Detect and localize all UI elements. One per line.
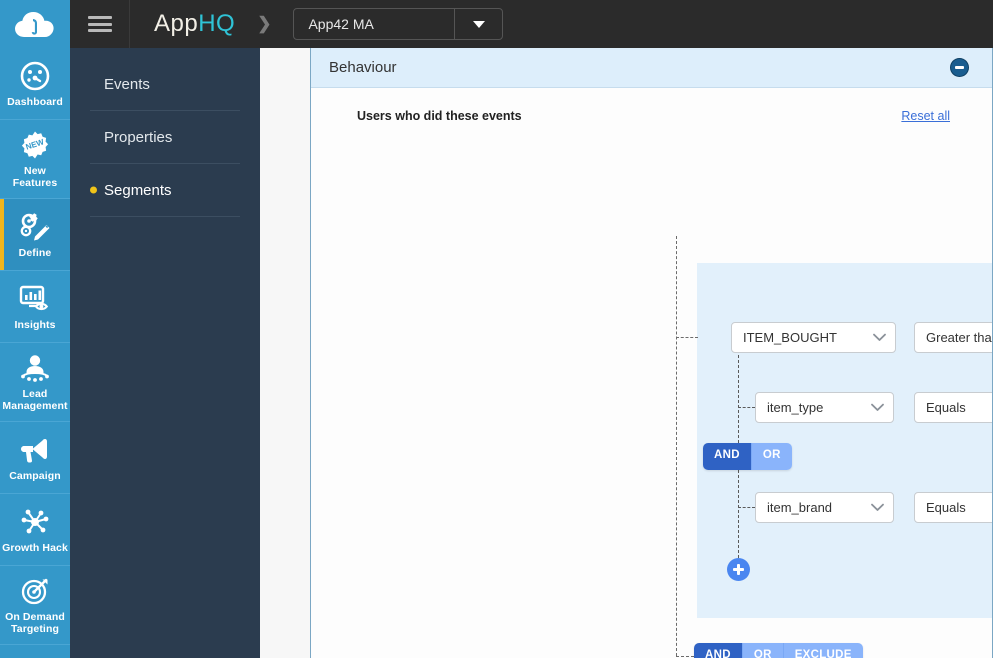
sidebar-label: Growth Hack: [2, 541, 68, 554]
subnav-spacer: [70, 48, 260, 58]
tree-line-inner-branch-1: [738, 407, 755, 408]
events-section-label: Users who did these events: [357, 109, 522, 123]
sidebar-label: New Features: [12, 165, 58, 189]
condition-row-property-2: item_brand Equals Bixxie: [755, 492, 992, 523]
sidebar-item-define[interactable]: Define: [0, 199, 70, 271]
property-name-value-1: item_type: [767, 400, 824, 415]
event-name-select[interactable]: ITEM_BOUGHT: [731, 322, 896, 353]
events-section-header: Users who did these events Reset all: [311, 88, 992, 123]
minus-circle-icon[interactable]: [951, 59, 968, 76]
lead-person-icon: [20, 352, 50, 384]
cloud-icon: [13, 9, 57, 39]
page-title: Behaviour: [329, 59, 397, 76]
app-selector-value: App42 MA: [308, 16, 374, 32]
tree-line-outer-branch-2: [676, 656, 694, 657]
subnav-label: Segments: [104, 181, 172, 199]
condition-row-event: ITEM_BOUGHT Greater than equals... 3: [731, 322, 992, 353]
menu-toggle-button[interactable]: [70, 0, 130, 48]
gears-pencil-icon: [18, 211, 52, 243]
chevron-down-icon: [869, 500, 885, 516]
inner-logic-toggle: AND OR: [703, 443, 792, 470]
sidebar-item-lead-management[interactable]: Lead Management: [0, 343, 70, 422]
chart-eye-icon: [19, 283, 51, 315]
app-selector[interactable]: App42 MA: [293, 8, 504, 40]
growth-network-icon: [19, 506, 51, 538]
sidebar-item-insights[interactable]: Insights: [0, 271, 70, 343]
outer-logic-option-exclude[interactable]: EXCLUDE: [783, 643, 863, 658]
outer-logic-toggle: AND OR EXCLUDE: [694, 643, 863, 658]
sidebar-item-new-features[interactable]: NEW New Features: [0, 120, 70, 199]
property-operator-value-2: Equals: [926, 500, 966, 515]
sidebar-item-segments[interactable]: Segments: [90, 164, 240, 217]
new-badge-icon: NEW: [20, 129, 50, 161]
outer-logic-option-or[interactable]: OR: [742, 643, 784, 658]
top-bar: AppHQ ❯ App42 MA: [0, 0, 993, 48]
caret-down-icon: [472, 20, 485, 28]
property-name-value-2: item_brand: [767, 500, 833, 515]
event-name-value: ITEM_BOUGHT: [743, 330, 837, 345]
reset-all-top-link[interactable]: Reset all: [901, 109, 950, 123]
inner-logic-option-and[interactable]: AND: [703, 443, 752, 470]
target-dart-icon: [20, 575, 50, 607]
property-operator-value-1: Equals: [926, 400, 966, 415]
property-name-select-1[interactable]: item_type: [755, 392, 894, 423]
sidebar-item-campaign[interactable]: Campaign: [0, 422, 70, 494]
sidebar-label: Dashboard: [7, 95, 63, 108]
sidebar-item-events[interactable]: Events: [90, 58, 240, 111]
brand-text-app: App: [154, 10, 199, 37]
active-indicator-dot: [90, 186, 97, 194]
behaviour-card-header: Behaviour: [311, 48, 992, 88]
logo-tile[interactable]: [0, 0, 70, 48]
sidebar-item-properties[interactable]: Properties: [90, 111, 240, 164]
sidebar-item-growth-hack[interactable]: Growth Hack: [0, 494, 70, 566]
tree-line-inner-branch-2: [738, 507, 755, 508]
property-operator-select-1[interactable]: Equals: [914, 392, 992, 423]
property-operator-select-2[interactable]: Equals: [914, 492, 992, 523]
breadcrumb-chevron-icon: ❯: [257, 14, 272, 33]
subnav-label: Events: [104, 75, 150, 93]
sidebar-label: Campaign: [9, 469, 61, 482]
sidebar-label: Lead Management: [2, 388, 68, 412]
megaphone-icon: [19, 434, 51, 466]
outer-logic-option-and[interactable]: AND: [694, 643, 743, 658]
event-operator-select[interactable]: Greater than equals...: [914, 322, 992, 353]
brand-text-hq: HQ: [198, 10, 236, 37]
primary-sidebar: Dashboard NEW New Features: [0, 48, 70, 658]
sidebar-label: Insights: [14, 318, 56, 331]
add-condition-button[interactable]: [727, 558, 750, 581]
sidebar-label: Define: [18, 246, 52, 259]
condition-row-property-1: item_type Equals Cookies: [755, 392, 992, 423]
chevron-down-icon: [869, 400, 885, 416]
tree-line-outer-branch-1: [676, 337, 698, 338]
behaviour-card-body: Users who did these events Reset all Res…: [311, 88, 992, 658]
sidebar-item-on-demand-targeting[interactable]: On Demand Targeting: [0, 566, 70, 645]
secondary-sidebar: Events Properties Segments: [70, 48, 260, 658]
app-selector-dropdown-button[interactable]: [454, 9, 502, 39]
event-operator-value: Greater than equals...: [926, 330, 992, 345]
tree-line-outer-vertical: [676, 236, 677, 658]
dashboard-gauge-icon: [20, 60, 50, 92]
inner-logic-option-or[interactable]: OR: [751, 443, 792, 470]
hamburger-icon: [87, 16, 112, 32]
subnav-label: Properties: [104, 128, 173, 146]
main-content: Behaviour Users who did these events Res…: [310, 48, 993, 658]
brand-logo[interactable]: AppHQ: [154, 10, 235, 38]
property-name-select-2[interactable]: item_brand: [755, 492, 894, 523]
chevron-down-icon: [871, 330, 887, 346]
sidebar-item-remarketing[interactable]: Remarketing: [0, 645, 70, 658]
sidebar-item-dashboard[interactable]: Dashboard: [0, 48, 70, 120]
sidebar-label: On Demand Targeting: [5, 611, 65, 635]
